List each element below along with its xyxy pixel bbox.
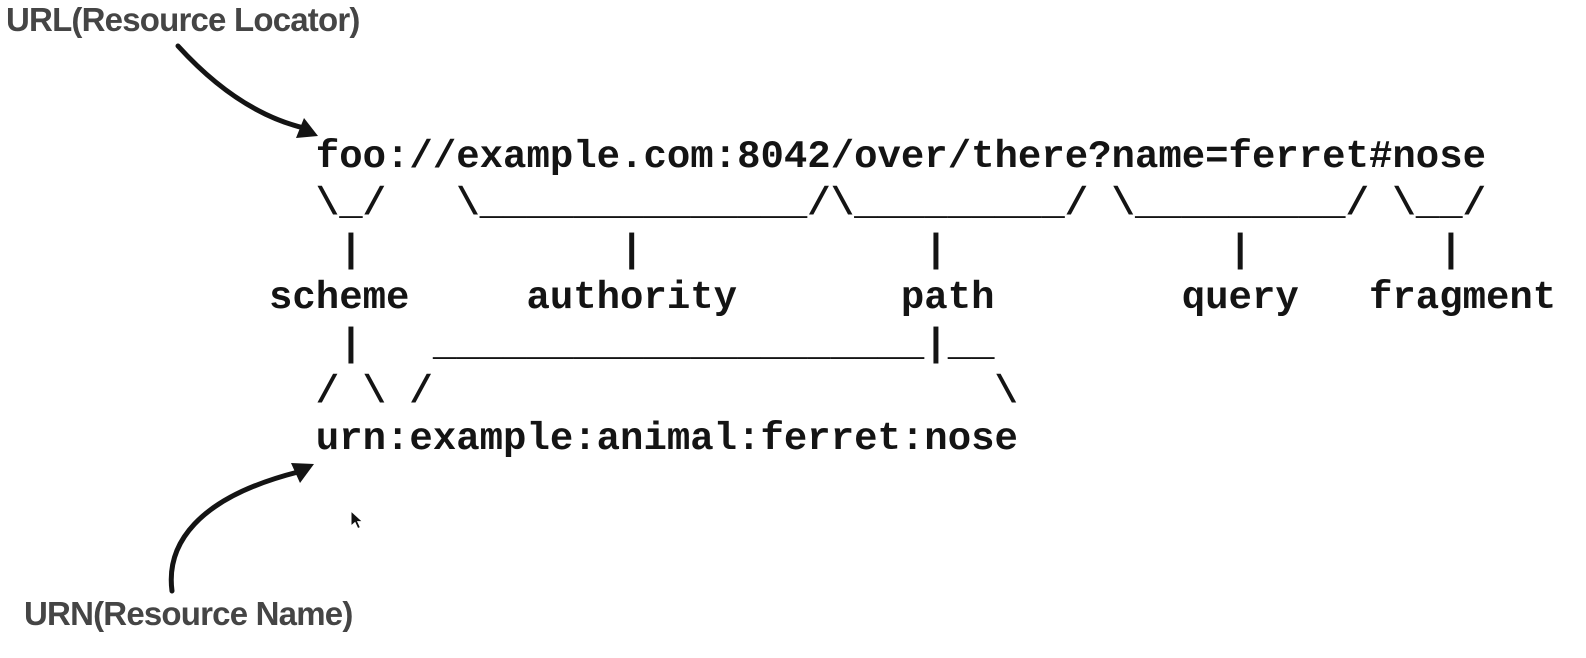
url-label: URL(Resource Locator) xyxy=(6,1,360,38)
urn-arrow-icon xyxy=(168,463,314,594)
uri-ascii-diagram: foo://example.com:8042/over/there?name=f… xyxy=(269,135,1557,461)
mouse-cursor-icon xyxy=(350,510,364,530)
urn-label: URN(Resource Name) xyxy=(24,595,353,632)
url-arrow-icon xyxy=(175,43,318,138)
